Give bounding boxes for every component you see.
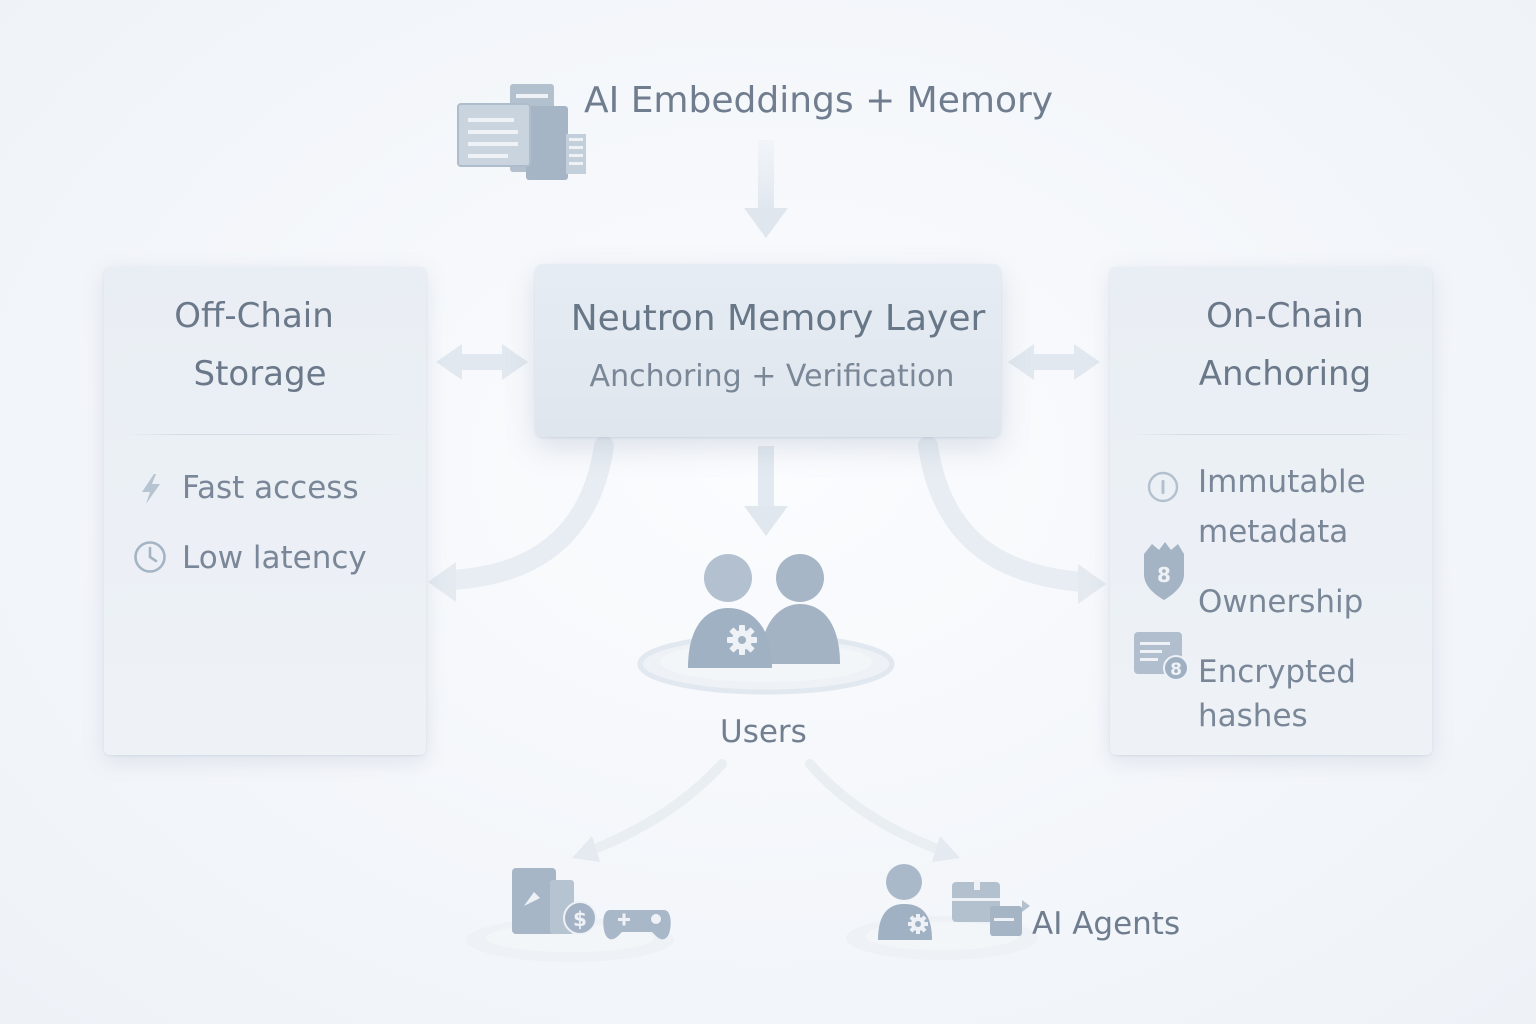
center-title: Neutron Memory Layer	[570, 298, 986, 339]
document-badge-text: 8	[1170, 660, 1182, 680]
off-chain-title-line1: Off-Chain	[174, 296, 334, 336]
neutron-memory-layer-panel	[535, 264, 1001, 437]
users-label: Users	[720, 714, 807, 750]
on-chain-item-immutable-line1: Immutable	[1198, 464, 1366, 500]
on-chain-divider	[1130, 434, 1416, 435]
arrow-center-to-users	[744, 446, 788, 536]
shield-badge-text: 8	[1157, 563, 1171, 587]
center-subtitle: Anchoring + Verification	[589, 359, 955, 394]
ai-agents-label: AI Agents	[1032, 906, 1181, 942]
apps-games-icon: $	[466, 868, 674, 962]
off-chain-item-low-latency: Low latency	[182, 540, 367, 576]
lightning-icon	[142, 474, 160, 504]
arrow-users-to-bottom-left	[572, 759, 727, 862]
info-icon	[1147, 471, 1179, 503]
document-badge-icon: 8	[1134, 632, 1189, 681]
on-chain-title-line1: On-Chain	[1206, 296, 1364, 336]
off-chain-title-line2: Storage	[193, 354, 327, 394]
documents-icon	[457, 84, 586, 180]
off-chain-item-fast-access: Fast access	[182, 470, 359, 506]
arrow-curve-right	[918, 436, 1106, 604]
off-chain-panel	[104, 267, 426, 755]
on-chain-item-encrypted-line1: Encrypted	[1198, 654, 1356, 690]
on-chain-item-encrypted-line2: hashes	[1198, 698, 1308, 734]
svg-text:$: $	[573, 907, 587, 931]
arrow-left-double	[436, 344, 528, 380]
arrow-right-double	[1008, 344, 1100, 380]
shield-icon: 8	[1144, 542, 1184, 600]
on-chain-item-ownership: Ownership	[1198, 584, 1364, 620]
top-label: AI Embeddings + Memory	[584, 80, 1054, 121]
on-chain-item-immutable-line2: metadata	[1198, 514, 1349, 550]
arrow-top-to-center	[744, 140, 788, 238]
on-chain-title-line2: Anchoring	[1198, 354, 1372, 394]
arrow-curve-left	[428, 436, 614, 602]
users-icon	[637, 554, 895, 695]
clock-icon	[134, 541, 166, 573]
off-chain-divider	[124, 434, 406, 435]
agent-icon	[846, 864, 1038, 960]
arrow-users-to-bottom-right	[805, 759, 960, 862]
